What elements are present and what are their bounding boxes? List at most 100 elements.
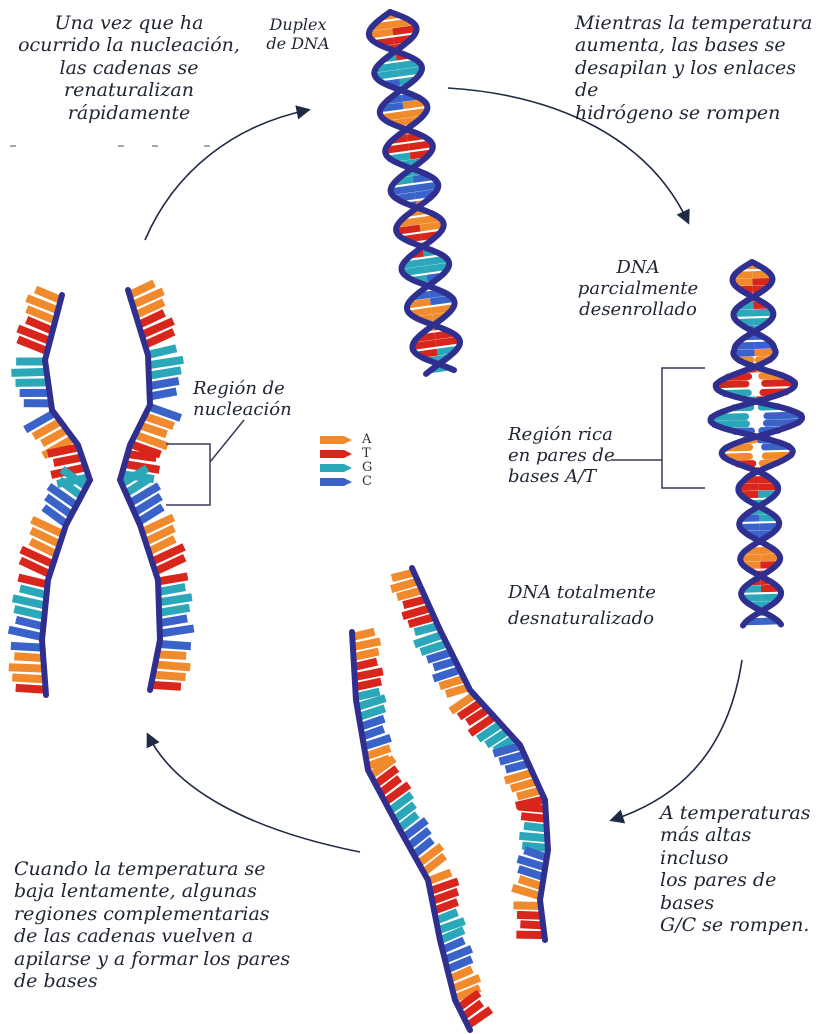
base-tick [733,353,754,354]
partially-unwound-dna [711,262,802,626]
base-tick [524,826,547,829]
base-tick [506,764,529,770]
base-tick [393,28,417,31]
base-tick [519,836,547,838]
base-tick [396,228,420,231]
base-tick [158,576,188,581]
legend-swatch-g [320,464,352,472]
legend-swatch-a [320,436,352,444]
base-tick [415,626,439,632]
base-tick [16,688,46,690]
base-tick [12,678,45,680]
base-tick [362,729,384,737]
base-tick [159,644,191,646]
base-tick [403,269,426,272]
base-tick [355,671,383,677]
base-tick [755,352,776,353]
base-tick [355,682,381,688]
dna-duplex-helix [369,12,460,374]
cycle-arrow-left-top [145,110,308,240]
base-tick [521,816,546,819]
base-tick [159,597,192,602]
base-tick [14,656,43,658]
base-tick [440,679,465,687]
base-tick [446,687,469,694]
base-tick [511,781,537,788]
base-tick [15,382,48,383]
base-tick [366,748,390,756]
base-tick [151,685,181,687]
base-tick [127,454,156,458]
base-tick [391,188,415,191]
cycle-arrow-bottom-left [148,735,360,852]
base-tick [354,662,377,667]
base-tick [500,755,525,762]
base-tick [9,630,43,637]
base-legend [320,436,352,486]
base-tick [765,383,795,384]
base-tick [36,289,61,300]
base-tick [361,719,385,727]
base-tick [140,425,167,434]
base-tick [353,641,380,647]
base-tick [434,661,456,667]
label-higher-temperature: A temperaturas más altas incluso los par… [660,802,825,936]
base-tick [155,664,190,667]
base-tick [391,581,418,589]
base-tick [356,692,380,697]
base-tick [375,73,398,76]
base-tick [13,598,46,605]
base-tick [158,587,185,592]
base-tick [16,620,43,627]
base-tick [519,879,542,887]
base-tick [436,340,460,343]
base-tick [520,924,543,925]
label-at-rich-region: Región rica en pares de bases A/T [508,424,648,488]
legend-label-c: C [362,475,372,488]
label-fully-denatured: DNA totalmente desnaturalizado [508,580,678,632]
base-tick [517,915,542,916]
base-tick [505,773,533,781]
base-tick [353,652,378,657]
base-tick [11,372,46,373]
label-nucleation-step: Una vez que ha ocurrido la nucleación, l… [4,12,254,124]
base-tick [415,185,439,188]
strand-backbone [711,262,795,626]
base-tick [516,935,544,936]
label-partially-unwound: DNA parcialmente desenrollado [568,257,708,321]
legend-label-g: G [362,461,372,474]
base-tick [148,360,183,365]
base-tick [159,608,189,613]
legend-swatch-c [320,478,352,486]
base-tick [18,578,47,585]
base-tick [403,599,426,605]
base-tick [409,617,435,624]
label-nucleation-region: Región de nucleación [193,378,333,420]
label-dna-duplex: Duplex de DNA [255,16,341,54]
base-tick [150,391,177,396]
nucleation-bracket [166,420,244,505]
base-tick [518,807,545,809]
base-tick [148,348,176,355]
base-tick [160,628,194,633]
base-tick [397,590,422,597]
base-tick [20,588,46,595]
legend-swatch-t [320,450,352,458]
base-tick [427,652,451,659]
base-tick [513,905,540,906]
base-tick [14,609,44,616]
base-tick [159,618,187,623]
base-tick [153,675,186,677]
base-tick [512,888,540,897]
base-tick [369,32,393,35]
base-tick [352,632,374,637]
label-temperature-rises: Mientras la temperatura aumenta, las bas… [575,12,825,124]
label-slow-cooling: Cuando la temperatura se baja lentamente… [14,858,304,992]
base-tick [54,457,83,463]
base-tick [409,144,432,147]
base-tick [157,654,186,656]
nucleation-strand-right [120,283,194,690]
legend-label-a: A [362,433,371,446]
base-tick [149,370,181,375]
